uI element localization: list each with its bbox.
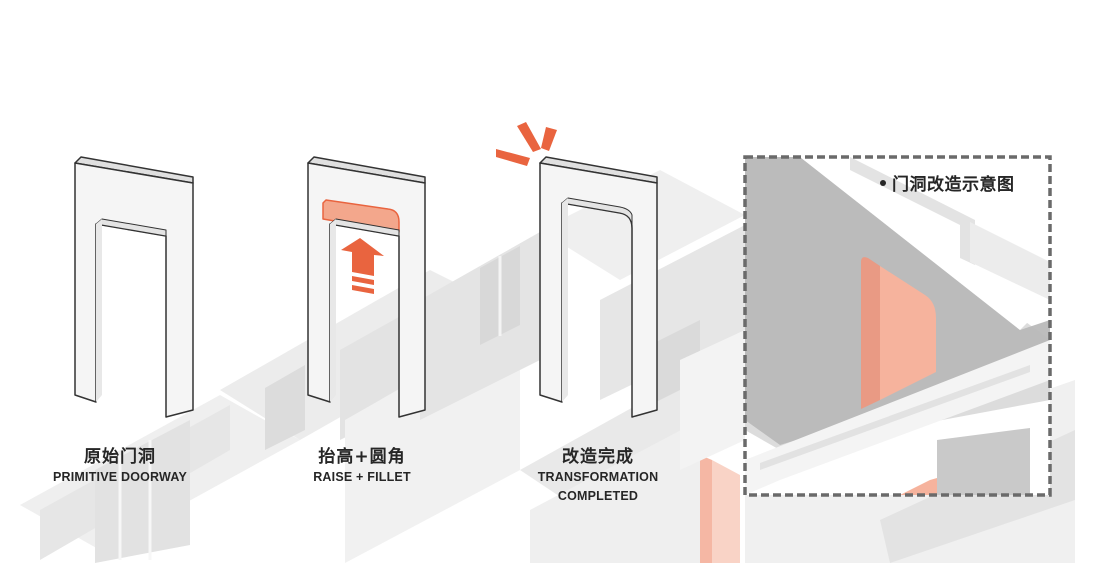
step-title-en-line2: COMPLETED <box>557 489 639 503</box>
door-frame-raise-fillet <box>307 156 426 418</box>
step-title-en-line1: TRANSFORMATION <box>537 470 659 484</box>
step-title-zh: 改造完成 <box>562 447 634 467</box>
step-title-en: RAISE + FILLET <box>313 470 411 484</box>
inset-dashed-border <box>743 155 1052 497</box>
door-frame-primitive <box>74 156 194 418</box>
up-arrow-icon <box>341 238 384 294</box>
step-label-completed: 改造完成 TRANSFORMATION COMPLETED <box>498 446 698 506</box>
door-frame-completed <box>539 156 658 418</box>
raise-highlight <box>322 199 400 233</box>
inset-title: 门洞改造示意图 <box>880 170 1015 195</box>
step-title-zh: 原始门洞 <box>84 447 156 467</box>
sparkle-icon <box>496 122 557 166</box>
step-label-raise-fillet: 抬高+圆角 RAISE + FILLET <box>262 446 462 487</box>
step-title-en: PRIMITIVE DOORWAY <box>53 470 187 484</box>
step-label-primitive: 原始门洞 PRIMITIVE DOORWAY <box>20 446 220 487</box>
bullet-icon <box>880 180 886 186</box>
inset-detail <box>743 155 1052 497</box>
step-title-zh: 抬高+圆角 <box>318 447 406 467</box>
